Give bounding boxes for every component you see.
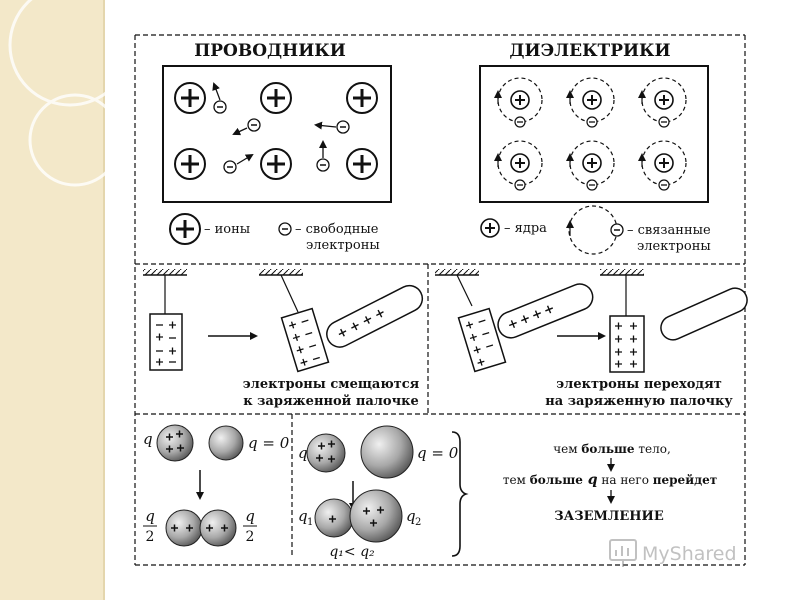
legend-free-label-2: электроны — [306, 238, 380, 253]
charged-plate — [609, 275, 645, 373]
legend-free-electron-icon — [278, 222, 292, 236]
label-q-left: q — [143, 430, 153, 448]
ceiling-mounts — [143, 269, 644, 276]
myshared-logo: MyShared — [609, 539, 737, 567]
half-charge-left: q 2 — [143, 507, 157, 545]
svg-text:q: q — [145, 507, 155, 525]
attracted-plate — [280, 274, 330, 373]
charged-rod-2 — [497, 283, 594, 339]
svg-text:2: 2 — [146, 529, 155, 545]
conductors-title: ПРОВОДНИКИ — [194, 41, 346, 61]
label-q-right: q — [298, 444, 308, 462]
induction-caption-right-2: на заряженную палочку — [545, 394, 733, 409]
label-q-zero-right: q = 0 — [417, 444, 459, 462]
sidebar-decoration — [8, 0, 132, 187]
atom-nucleus-plus-signs — [515, 95, 669, 168]
legend-ions-label: – ионы — [204, 222, 250, 237]
equal-sphere-charged — [156, 424, 194, 462]
charged-rod-1 — [326, 284, 424, 348]
svg-text:q: q — [245, 507, 255, 525]
legend-ion-icon — [169, 213, 201, 245]
svg-text:2: 2 — [415, 517, 421, 528]
legend-bound-label-1: – связанные — [627, 223, 711, 238]
rule-line-2: тем больше q на него перейдет — [503, 472, 717, 488]
free-electron-minus-signs — [217, 106, 346, 168]
label-q-zero-left: q = 0 — [248, 434, 290, 452]
legend-nuclei-label: – ядра — [504, 221, 547, 236]
watermark-text: MyShared — [642, 543, 737, 565]
legend-bound-electron-icon — [566, 205, 624, 255]
svg-text:q: q — [298, 507, 308, 525]
induction-caption-left-1: электроны смещаются — [243, 377, 420, 392]
dielectric-box — [479, 65, 709, 203]
sidebar-divider — [103, 0, 105, 600]
equal-sphere-neutral — [208, 425, 244, 461]
half-charge-right: q 2 — [243, 507, 257, 545]
legend-free-label-1: – свободные — [295, 222, 379, 237]
small-sphere-charged — [306, 433, 346, 473]
legend-bound-label-2: электроны — [637, 239, 711, 254]
induction-caption-left-2: к заряженной палочке — [243, 394, 419, 409]
touching-plate — [456, 274, 507, 373]
atom-orbits — [497, 77, 687, 186]
neutral-plate — [149, 275, 183, 371]
orbit-arrows — [494, 90, 646, 167]
presentation-board-icon — [609, 539, 637, 567]
svg-text:q: q — [406, 507, 416, 525]
svg-text:1: 1 — [307, 517, 313, 528]
electron-motion-arrows — [212, 82, 337, 165]
equal-spheres-after — [165, 509, 237, 547]
bound-electron-minus-signs — [517, 121, 667, 186]
rule-line-1: чем больше тело, — [553, 442, 671, 456]
conductor-ion-plus-signs — [181, 89, 371, 173]
brace — [451, 431, 469, 557]
label-q1: q 1 — [298, 507, 313, 528]
grounding-label: ЗАЗЕМЛЕНИЕ — [554, 509, 664, 524]
induction-caption-right-1: электроны переходят — [556, 377, 722, 392]
label-q2: q 2 — [406, 507, 421, 528]
charge-inequality: q₁< q₂ — [329, 544, 375, 560]
legend-nucleus-icon — [480, 218, 500, 238]
dielectrics-title: ДИЭЛЕКТРИКИ — [509, 41, 670, 61]
svg-text:2: 2 — [246, 529, 255, 545]
conductor-box — [162, 65, 392, 203]
neutral-rod — [660, 287, 748, 341]
unequal-spheres-after — [314, 489, 403, 543]
large-sphere-neutral — [360, 425, 414, 479]
conductor-ions — [174, 82, 378, 180]
